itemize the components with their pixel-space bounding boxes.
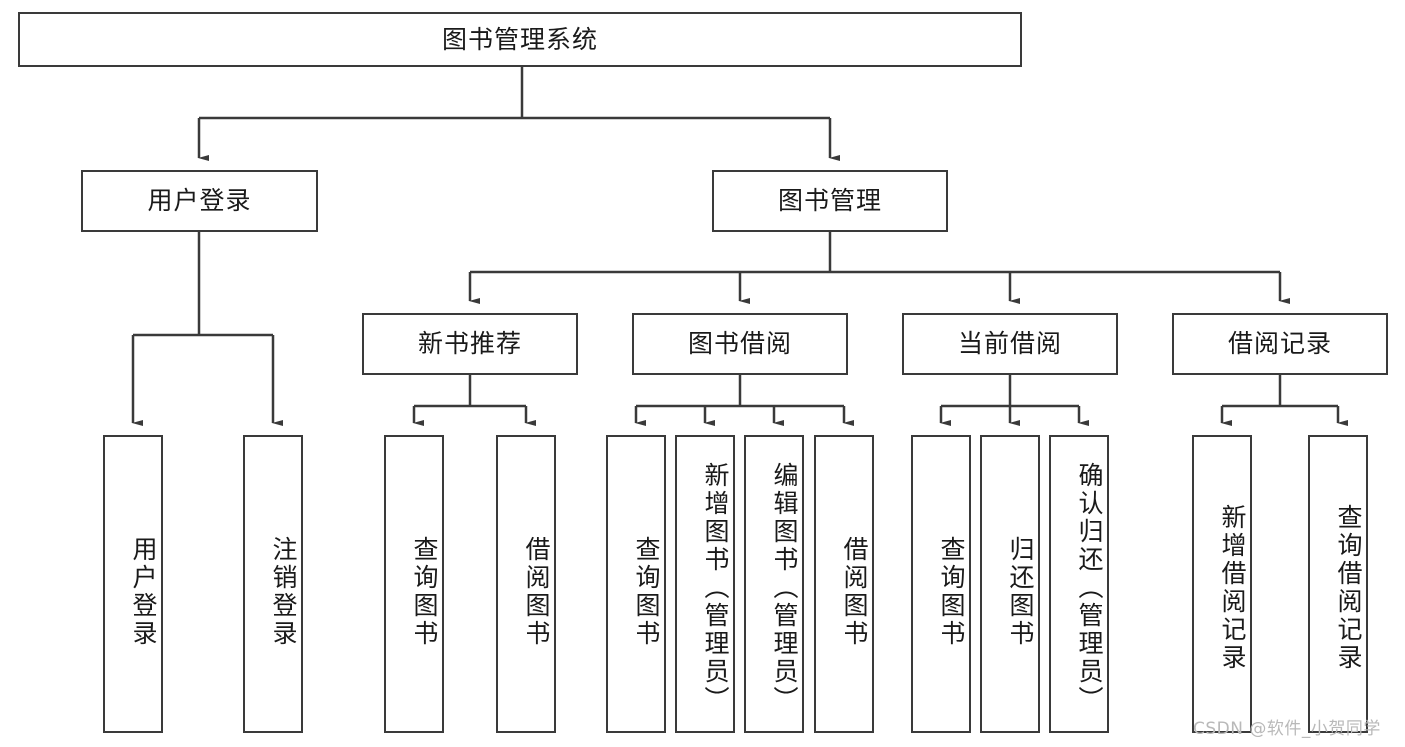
leaf-confirm-return[interactable]: 确认归还（管理员）: [1049, 435, 1109, 733]
node-user-login-label: 用户登录: [147, 186, 252, 216]
leaf-query-book-3-label: 查询图书: [937, 536, 966, 648]
leaf-query-record[interactable]: 查询借阅记录: [1308, 435, 1368, 733]
leaf-add-record[interactable]: 新增借阅记录: [1192, 435, 1252, 733]
node-root-label: 图书管理系统: [441, 24, 598, 54]
node-book-borrow-label: 图书借阅: [687, 329, 792, 359]
leaf-logout-login[interactable]: 注销登录: [243, 435, 303, 733]
node-new-book-recommend[interactable]: 新书推荐: [362, 313, 578, 375]
node-book-manage[interactable]: 图书管理: [712, 170, 948, 232]
node-current-borrow[interactable]: 当前借阅: [902, 313, 1118, 375]
leaf-borrow-book-1-label: 借阅图书: [522, 536, 551, 648]
leaf-logout-login-label: 注销登录: [269, 536, 298, 648]
node-root[interactable]: 图书管理系统: [18, 12, 1022, 67]
csdn-watermark: CSDN @软件_小贺同学: [1193, 719, 1381, 739]
node-book-borrow[interactable]: 图书借阅: [632, 313, 848, 375]
leaf-query-book-3[interactable]: 查询图书: [911, 435, 971, 733]
leaf-user-login[interactable]: 用户登录: [103, 435, 163, 733]
leaf-add-book-label: 新增图书（管理员）: [701, 462, 730, 714]
node-borrow-record-label: 借阅记录: [1227, 329, 1332, 359]
node-new-book-recommend-label: 新书推荐: [417, 329, 522, 359]
leaf-edit-book[interactable]: 编辑图书（管理员）: [744, 435, 804, 733]
leaf-query-book-2[interactable]: 查询图书: [606, 435, 666, 733]
leaf-user-login-label: 用户登录: [129, 536, 158, 648]
leaf-borrow-book-1[interactable]: 借阅图书: [496, 435, 556, 733]
node-book-manage-label: 图书管理: [777, 186, 882, 216]
leaf-query-book-1-label: 查询图书: [410, 536, 439, 648]
leaf-return-book-label: 归还图书: [1006, 536, 1035, 648]
node-borrow-record[interactable]: 借阅记录: [1172, 313, 1388, 375]
node-current-borrow-label: 当前借阅: [957, 329, 1062, 359]
leaf-return-book[interactable]: 归还图书: [980, 435, 1040, 733]
leaf-query-book-1[interactable]: 查询图书: [384, 435, 444, 733]
leaf-confirm-return-label: 确认归还（管理员）: [1075, 462, 1104, 714]
leaf-add-book[interactable]: 新增图书（管理员）: [675, 435, 735, 733]
leaf-edit-book-label: 编辑图书（管理员）: [770, 462, 799, 714]
leaf-borrow-book-2[interactable]: 借阅图书: [814, 435, 874, 733]
leaf-query-record-label: 查询借阅记录: [1334, 504, 1363, 672]
node-user-login[interactable]: 用户登录: [81, 170, 318, 232]
leaf-borrow-book-2-label: 借阅图书: [840, 536, 869, 648]
leaf-add-record-label: 新增借阅记录: [1218, 504, 1247, 672]
leaf-query-book-2-label: 查询图书: [632, 536, 661, 648]
